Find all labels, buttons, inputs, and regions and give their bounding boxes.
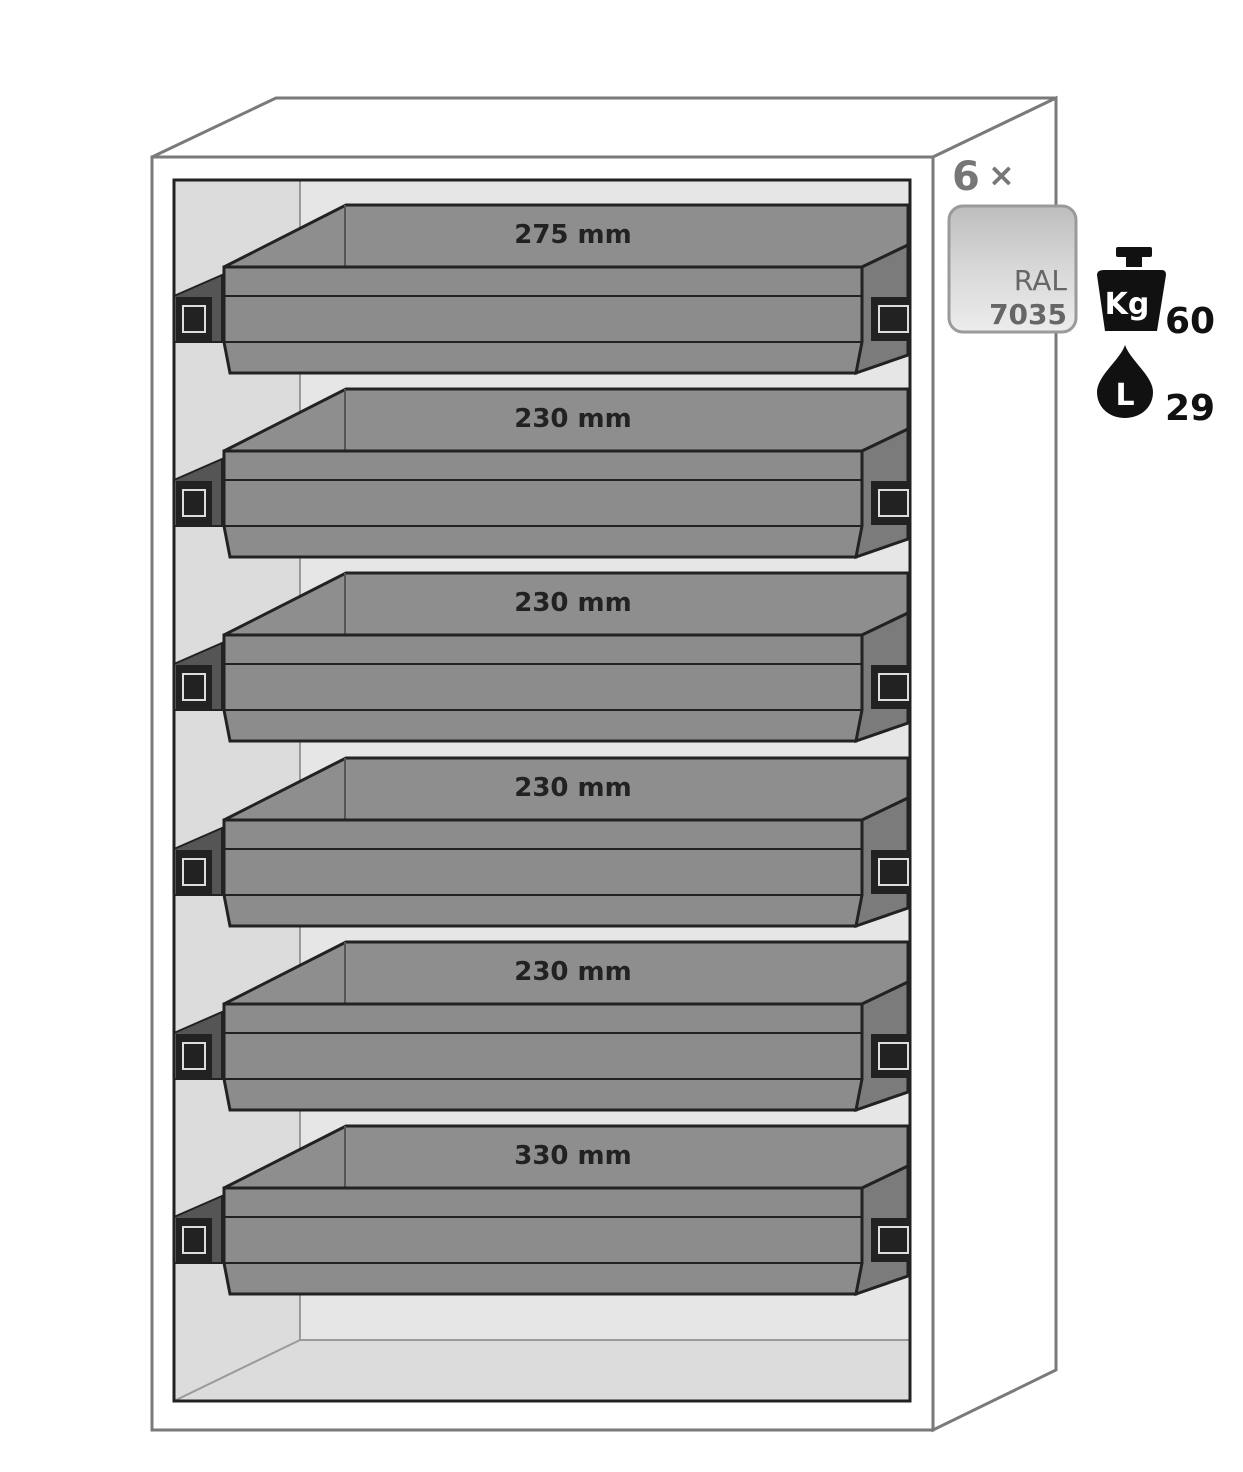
cabinet-top-face [151, 96, 1057, 159]
drawer-front [222, 1186, 864, 1296]
drawer-front [222, 265, 864, 375]
rail-bracket-right-inner [878, 489, 909, 517]
rail-bracket-right [871, 1218, 908, 1262]
drawer-height-label: 230 mm [514, 773, 632, 803]
drawer: 230 mm [173, 387, 910, 560]
drawer-height-label: 275 mm [514, 220, 632, 250]
drawer-front [222, 818, 864, 928]
drawer-front [222, 1002, 864, 1112]
rail-bracket-left [176, 1034, 212, 1078]
rail-bracket-left-inner [182, 1226, 206, 1254]
rail-bracket-left [176, 850, 212, 894]
cabinet-interior-frame [172, 178, 912, 1403]
rail-bracket-right-inner [878, 1226, 909, 1254]
rail-bracket-right-inner [878, 673, 909, 701]
ral-label: RAL [1014, 264, 1067, 297]
drawer-count: 6 × [952, 154, 1015, 200]
rail-bracket-right [871, 665, 908, 709]
ral-swatch: RAL 7035 [947, 204, 1078, 334]
rail-bracket-right [871, 481, 908, 525]
liquid-drop-icon: L [1097, 345, 1153, 418]
rail-bracket-left [176, 1218, 212, 1262]
weight-value: 60 [1165, 301, 1215, 342]
drawer-count-symbol: × [988, 156, 1015, 194]
drawer: 330 mm [173, 1124, 910, 1297]
rail-bracket-left-inner [182, 305, 206, 333]
rail-bracket-left-inner [182, 489, 206, 517]
weight-icon-label: Kg [1105, 287, 1150, 322]
rail-bracket-left [176, 665, 212, 709]
drawer: 230 mm [173, 940, 910, 1113]
ral-swatch-box [947, 204, 1078, 334]
drawer-height-label: 230 mm [514, 588, 632, 618]
drawer: 230 mm [173, 756, 910, 929]
drawer-height-label: 330 mm [514, 1141, 632, 1171]
drawer-front [222, 449, 864, 559]
rail-bracket-right [871, 1034, 908, 1078]
rail-bracket-left [176, 297, 212, 341]
rail-bracket-right-inner [878, 858, 909, 886]
drawer: 275 mm [173, 203, 910, 376]
interior-floor-edge [173, 1339, 301, 1402]
drawer-front [222, 633, 864, 743]
drawer-height-label: 230 mm [514, 957, 632, 987]
ral-code: 7035 [989, 298, 1067, 331]
volume-icon-label: L [1115, 378, 1134, 413]
rail-bracket-right-inner [878, 1042, 909, 1070]
rail-bracket-right [871, 850, 908, 894]
weight-icon: Kg [1097, 247, 1166, 331]
drawer-count-number: 6 [952, 154, 980, 200]
rail-bracket-left [176, 481, 212, 525]
rail-bracket-right-inner [878, 305, 909, 333]
drawer: 230 mm [173, 571, 910, 744]
rail-bracket-left-inner [182, 858, 206, 886]
volume-value: 29 [1165, 388, 1215, 429]
rail-bracket-left-inner [182, 1042, 206, 1070]
drawers-group: 275 mm 230 mm 230 mm 230 mm 230 mm 330 mm [173, 203, 910, 1297]
rail-bracket-left-inner [182, 673, 206, 701]
rail-bracket-right [871, 297, 908, 341]
drawer-height-label: 230 mm [514, 404, 632, 434]
